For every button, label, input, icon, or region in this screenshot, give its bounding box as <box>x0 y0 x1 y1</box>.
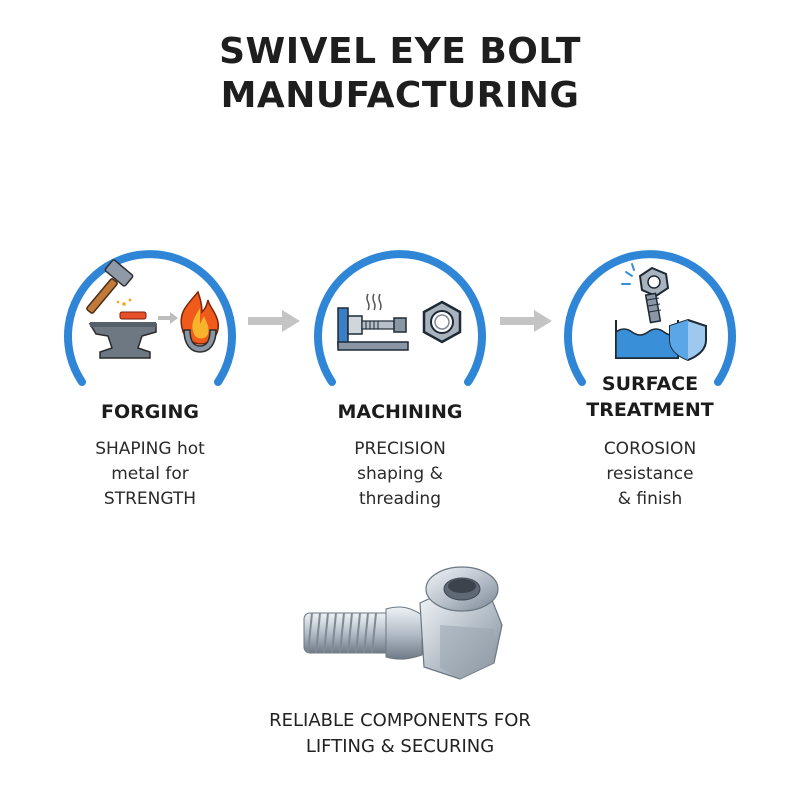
arrow-right-icon <box>500 310 552 332</box>
caption: RELIABLE COMPONENTS FOR LIFTING & SECURI… <box>0 708 800 760</box>
step-desc-line: metal for <box>111 464 189 484</box>
step-ring <box>64 250 236 386</box>
caption-line-1: RELIABLE COMPONENTS FOR <box>269 710 531 731</box>
step-description: PRECISION shaping & threading <box>280 437 520 512</box>
step-ring <box>314 250 486 386</box>
flame-icon <box>180 290 219 353</box>
step-desc-line: resistance <box>606 464 694 484</box>
step-title: SURFACE <box>601 373 699 395</box>
step-surface-treatment: SURFACE TREATMENT COROSION resistance & … <box>550 232 750 532</box>
step-desc-line: PRECISION <box>354 439 446 459</box>
step-desc-line: threading <box>358 489 441 509</box>
step-title: FORGING <box>101 401 199 423</box>
step-machining: MACHINING PRECISION shaping & threading <box>300 232 500 532</box>
title-line-2: MANUFACTURING <box>220 75 580 116</box>
hex-nut-icon <box>422 300 462 344</box>
arrow-right-icon <box>248 310 300 332</box>
lathe-icon <box>337 293 409 351</box>
page-title: SWIVEL EYE BOLT MANUFACTURING <box>0 30 800 118</box>
shield-icon <box>669 318 707 362</box>
step-description: COROSION resistance & finish <box>530 437 770 512</box>
step-desc-line: & finish <box>617 489 683 509</box>
liquid-bath-icon <box>615 320 679 359</box>
caption-line-2: LIFTING & SECURING <box>305 736 495 757</box>
bolt-icon <box>621 263 670 324</box>
step-description: SHAPING hot metal for STRENGTH <box>30 437 270 512</box>
anvil-icon <box>88 322 157 359</box>
title-line-1: SWIVEL EYE BOLT <box>219 31 581 72</box>
step-forging: FORGING SHAPING hot metal for STRENGTH <box>50 232 250 532</box>
step-desc-line: STRENGTH <box>103 489 197 509</box>
step-desc-line: COROSION <box>603 439 697 459</box>
eye-bolt-image <box>303 566 503 680</box>
step-desc-line: shaping & <box>357 464 443 484</box>
step-desc-line: SHAPING hot <box>95 439 205 459</box>
hammer-icon <box>86 259 134 314</box>
step-title-line-2: TREATMENT <box>586 399 714 421</box>
step-title: MACHINING <box>337 401 463 423</box>
step-ring <box>564 250 736 386</box>
